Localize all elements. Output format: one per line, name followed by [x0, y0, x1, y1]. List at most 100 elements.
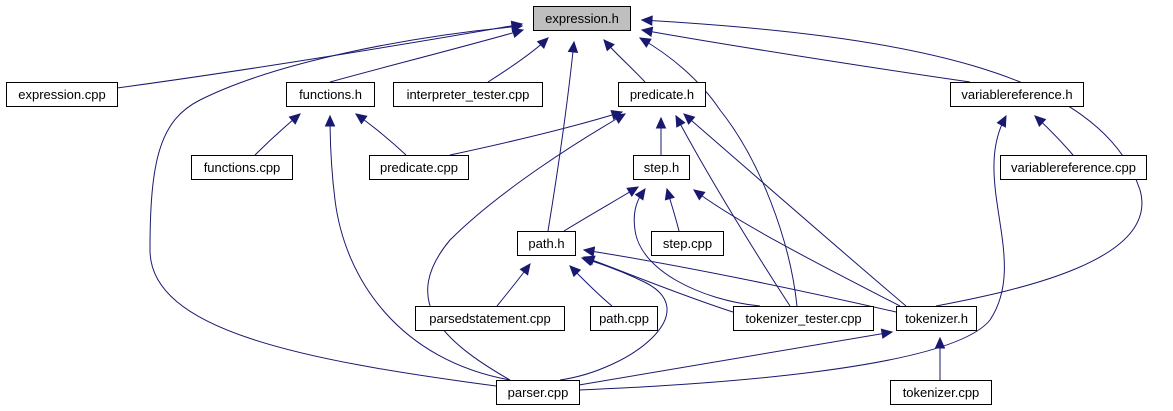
- node-box[interactable]: [896, 306, 977, 331]
- node-parsedstatement-cpp[interactable]: parsedstatement.cpp: [415, 306, 565, 331]
- edge-functions-h-to-expression-h: [329, 27, 525, 83]
- node-path-h[interactable]: path.h: [517, 231, 576, 256]
- edge-tokenizer-h-to-predicate-h-line: [683, 113, 907, 307]
- node-label: predicate.cpp: [380, 160, 458, 175]
- node-box[interactable]: [533, 6, 631, 31]
- node-predicate-h[interactable]: predicate.h: [618, 82, 706, 107]
- node-label: parsedstatement.cpp: [429, 311, 550, 326]
- edge-tokenizer-tester-cpp-to-predicate-h-arrowhead: [675, 114, 686, 128]
- node-box[interactable]: [517, 231, 576, 256]
- node-label: path.h: [528, 236, 564, 251]
- node-label: expression.h: [545, 11, 619, 26]
- node-path-cpp[interactable]: path.cpp: [590, 306, 658, 331]
- node-step-cpp[interactable]: step.cpp: [651, 231, 724, 256]
- edge-predicate-cpp-to-predicate-h: [449, 110, 624, 156]
- node-box[interactable]: [496, 380, 580, 405]
- edge-variablereference-h-to-expression-h-line: [641, 29, 971, 83]
- node-box[interactable]: [950, 82, 1084, 107]
- node-label: variablereference.cpp: [1011, 160, 1136, 175]
- node-functions-h[interactable]: functions.h: [286, 82, 375, 107]
- edge-interpreter-tester-cpp-to-expression-h-line: [487, 37, 549, 83]
- edge-tokenizer-cpp-to-tokenizer-h-arrowhead: [934, 336, 946, 349]
- node-expression-cpp[interactable]: expression.cpp: [6, 82, 118, 107]
- node-expression-h[interactable]: expression.h: [533, 6, 631, 31]
- edge-path-h-to-step-h-line: [563, 186, 639, 232]
- edge-tokenizer-h-to-step-h-line: [693, 189, 901, 307]
- node-box[interactable]: [890, 380, 992, 405]
- edge-parser-cpp-to-expression-h: [149, 21, 524, 387]
- edge-path-h-to-step-h-arrowhead: [626, 186, 640, 197]
- edge-functions-cpp-to-functions-h: [254, 113, 301, 156]
- node-label: interpreter_tester.cpp: [407, 87, 530, 102]
- edge-parser-cpp-to-predicate-h-arrowhead: [613, 113, 627, 124]
- edge-interpreter-tester-cpp-to-expression-h: [487, 37, 549, 83]
- node-predicate-cpp[interactable]: predicate.cpp: [369, 155, 469, 180]
- node-interpreter-tester-cpp[interactable]: interpreter_tester.cpp: [393, 82, 543, 107]
- node-label: variablereference.h: [961, 87, 1072, 102]
- edge-functions-h-to-expression-h-line: [329, 29, 524, 83]
- node-tokenizer-tester-cpp[interactable]: tokenizer_tester.cpp: [733, 306, 874, 331]
- node-label: functions.h: [299, 87, 362, 102]
- node-box[interactable]: [6, 82, 118, 107]
- node-functions-cpp[interactable]: functions.cpp: [191, 155, 293, 180]
- edge-expression-cpp-to-expression-h: [116, 20, 524, 89]
- node-tokenizer-h[interactable]: tokenizer.h: [896, 306, 977, 331]
- edge-tokenizer-h-to-predicate-h: [683, 113, 907, 307]
- edge-predicate-h-to-expression-h-arrowhead: [603, 39, 615, 52]
- edge-tokenizer-tester-cpp-to-path-h: [582, 255, 734, 313]
- node-label: path.cpp: [599, 311, 649, 326]
- edge-parsedstatement-cpp-to-path-h: [496, 263, 531, 307]
- edge-parser-cpp-to-tokenizer-h: [578, 328, 894, 386]
- node-step-h[interactable]: step.h: [633, 155, 690, 180]
- edge-path-h-to-expression-h-arrowhead: [567, 40, 579, 53]
- edge-variablereference-h-to-expression-h: [640, 26, 971, 83]
- node-variablereference-cpp[interactable]: variablereference.cpp: [1000, 155, 1147, 180]
- edge-tokenizer-tester-cpp-to-predicate-h-line: [675, 115, 791, 307]
- edge-step-cpp-to-step-h-arrowhead: [664, 187, 675, 201]
- edge-parser-cpp-to-expression-h-line: [149, 25, 523, 387]
- edge-interpreter-tester-cpp-to-expression-h-arrowhead: [536, 37, 549, 50]
- edge-tokenizer-h-to-step-h: [693, 189, 901, 307]
- node-box[interactable]: [590, 306, 658, 331]
- edge-parser-cpp-to-tokenizer-h-arrowhead: [880, 328, 894, 339]
- node-box[interactable]: [618, 82, 706, 107]
- edge-path-h-to-step-h: [563, 186, 640, 232]
- node-box[interactable]: [733, 306, 874, 331]
- edge-parser-cpp-to-functions-h-arrowhead: [324, 114, 336, 127]
- node-label: parser.cpp: [508, 385, 569, 400]
- node-tokenizer-cpp[interactable]: tokenizer.cpp: [890, 380, 992, 405]
- edge-parser-cpp-to-path-h-line: [559, 257, 668, 381]
- edge-variablereference-cpp-to-variablereference-h-arrowhead: [1034, 115, 1047, 127]
- node-box[interactable]: [191, 155, 293, 180]
- edge-functions-cpp-to-functions-h-arrowhead: [288, 113, 301, 125]
- edge-tokenizer-h-to-predicate-h-arrowhead: [683, 113, 696, 125]
- node-box[interactable]: [415, 306, 565, 331]
- node-box[interactable]: [286, 82, 375, 107]
- node-box[interactable]: [651, 231, 724, 256]
- edge-parsedstatement-cpp-to-path-h-arrowhead: [519, 263, 531, 276]
- edge-tokenizer-h-to-expression-h-arrowhead: [640, 15, 653, 26]
- edge-tokenizer-cpp-to-tokenizer-h: [934, 336, 946, 380]
- edge-path-h-to-expression-h-line: [547, 41, 575, 232]
- edge-variablereference-cpp-to-variablereference-h: [1034, 115, 1074, 156]
- edge-tokenizer-tester-cpp-to-path-h-line: [583, 256, 734, 313]
- edge-step-cpp-to-step-h: [664, 187, 680, 232]
- node-box[interactable]: [633, 155, 690, 180]
- node-variablereference-h[interactable]: variablereference.h: [950, 82, 1084, 107]
- node-label: step.cpp: [663, 236, 712, 251]
- node-label: tokenizer.cpp: [903, 385, 980, 400]
- edge-parser-cpp-to-variablereference-h: [578, 114, 1007, 391]
- node-label: functions.cpp: [204, 160, 281, 175]
- edge-path-cpp-to-path-h: [569, 265, 613, 307]
- edge-step-h-to-predicate-h: [655, 116, 667, 155]
- node-box[interactable]: [393, 82, 543, 107]
- node-box[interactable]: [1000, 155, 1147, 180]
- node-parser-cpp[interactable]: parser.cpp: [496, 380, 580, 405]
- node-box[interactable]: [369, 155, 469, 180]
- edge-tokenizer-tester-cpp-to-step-h-line: [633, 188, 761, 307]
- edge-parser-cpp-to-functions-h: [324, 114, 511, 381]
- edges-layer: [116, 15, 1143, 391]
- edge-parser-cpp-to-expression-h-arrowhead: [511, 21, 524, 33]
- edge-tokenizer-tester-cpp-to-expression-h-arrowhead: [638, 37, 652, 48]
